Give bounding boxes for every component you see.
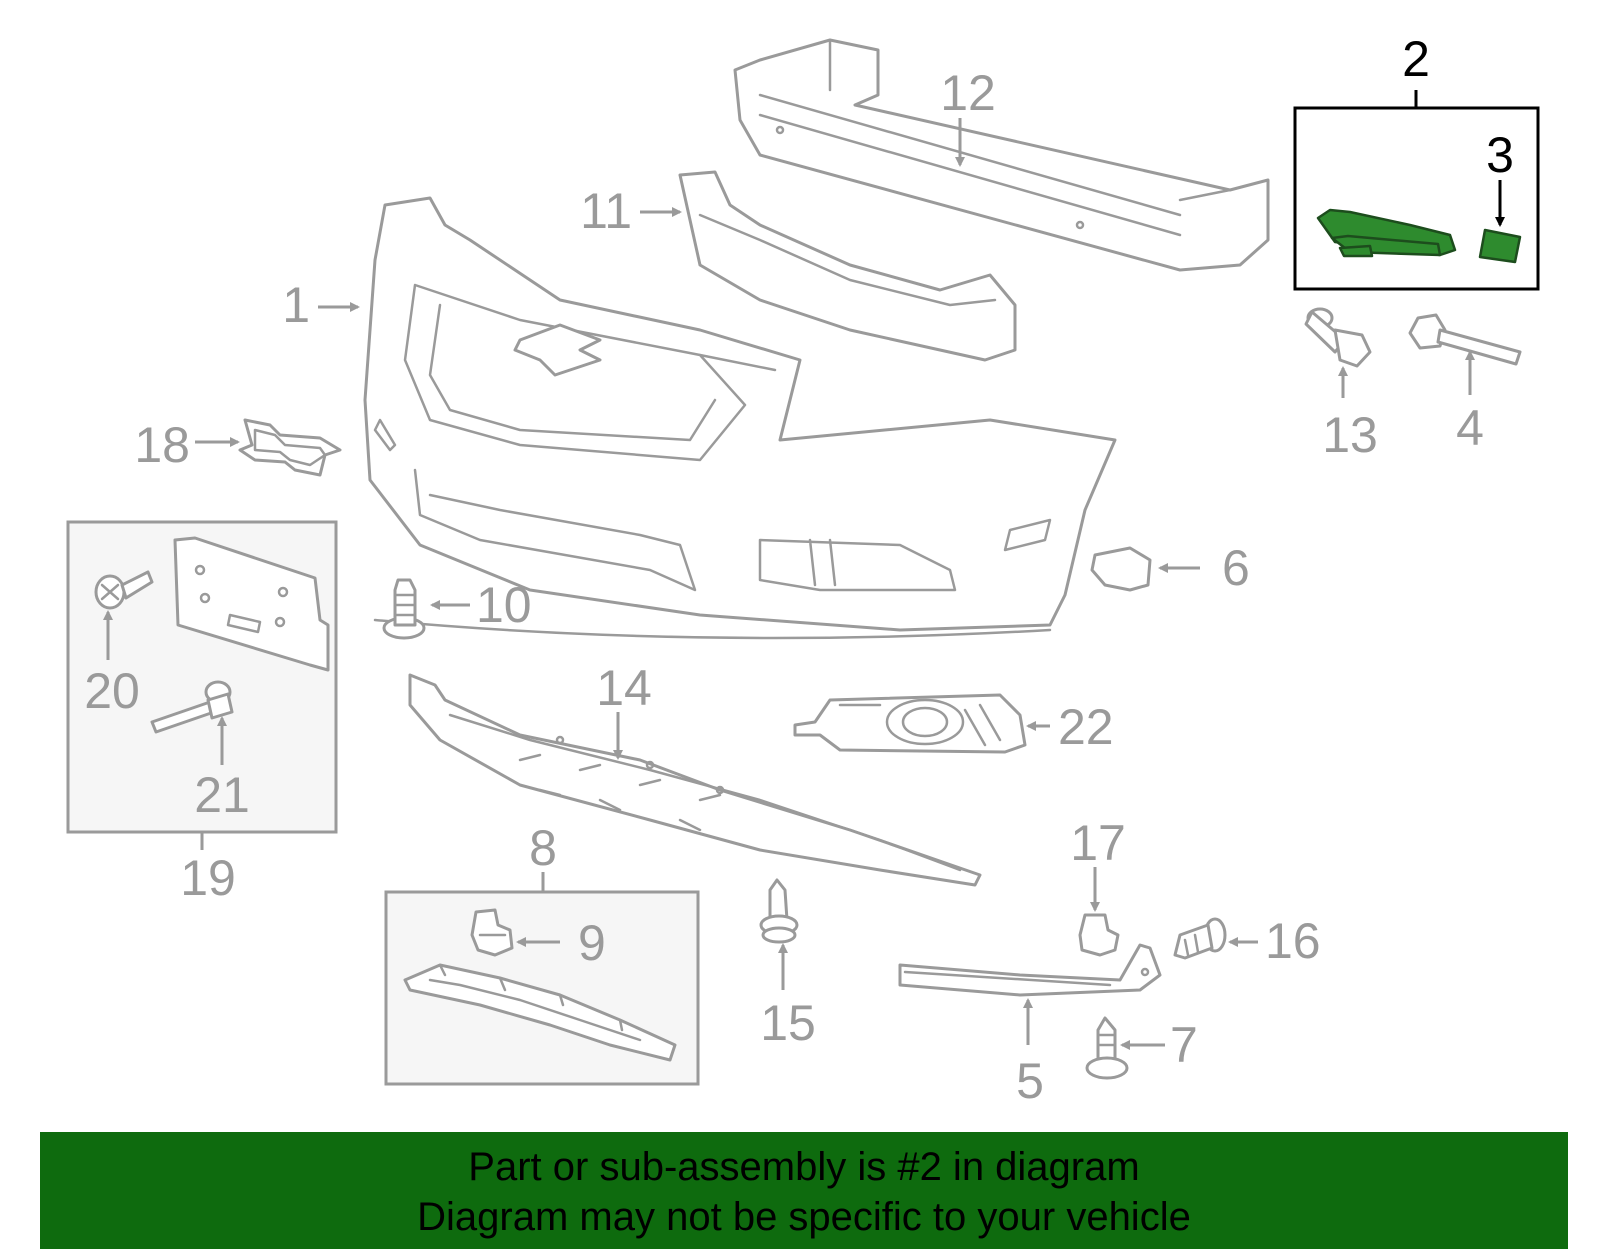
lower-deflector-part — [408, 673, 982, 887]
plug-part — [1090, 546, 1152, 592]
emblem-part — [238, 418, 342, 477]
callout-7: 7 — [1170, 1017, 1198, 1073]
bolt-13-part — [1304, 307, 1372, 368]
callout-15: 15 — [760, 995, 816, 1051]
callout-2: 2 — [1402, 31, 1430, 87]
support-bracket-5-part — [898, 943, 1162, 997]
push-rivet-21-part — [150, 680, 234, 734]
energy-absorber-part — [678, 170, 1017, 362]
callout-1: 1 — [282, 277, 310, 333]
banner-line-2: Diagram may not be specific to your vehi… — [417, 1195, 1191, 1239]
callout-14: 14 — [596, 660, 652, 716]
callout-19: 19 — [180, 850, 236, 906]
callout-20: 20 — [84, 663, 140, 719]
push-pin-10-part — [382, 578, 426, 640]
callout-16: 16 — [1265, 913, 1321, 969]
push-pin-7-part — [1085, 1016, 1129, 1080]
pad-3-highlighted-part — [1478, 228, 1522, 264]
push-pin-15-part — [759, 878, 799, 944]
fog-lamp-bezel-part — [793, 693, 1027, 754]
callout-17: 17 — [1070, 815, 1126, 871]
callout-5: 5 — [1016, 1053, 1044, 1109]
screw-20-part — [94, 570, 154, 610]
push-clip-16-part — [1173, 917, 1227, 960]
banner-line-1: Part or sub-assembly is #2 in diagram — [468, 1145, 1140, 1189]
nut-17-part — [1078, 913, 1120, 957]
bracket-2-highlighted-part — [1316, 208, 1457, 258]
callout-8: 8 — [529, 820, 557, 876]
bumper-cover-part — [363, 196, 1117, 640]
callout-22: 22 — [1058, 699, 1114, 755]
shield-8-part — [403, 963, 677, 1062]
license-bracket-part — [173, 536, 330, 672]
impact-bar-part — [733, 38, 1270, 272]
callout-21: 21 — [194, 767, 250, 823]
bolt-4-part — [1408, 313, 1522, 366]
callout-10: 10 — [476, 577, 532, 633]
callout-3: 3 — [1486, 127, 1514, 183]
callout-9: 9 — [578, 915, 606, 971]
callout-4: 4 — [1456, 400, 1484, 456]
callout-13: 13 — [1322, 407, 1378, 463]
sensor-9-part — [470, 908, 514, 957]
leader-lines — [103, 90, 1505, 1050]
callout-11: 11 — [580, 183, 632, 239]
callout-12: 12 — [940, 65, 996, 121]
callout-18: 18 — [134, 417, 190, 473]
callout-6: 6 — [1222, 540, 1250, 596]
info-banner: Part or sub-assembly is #2 in diagram Di… — [40, 1132, 1568, 1249]
